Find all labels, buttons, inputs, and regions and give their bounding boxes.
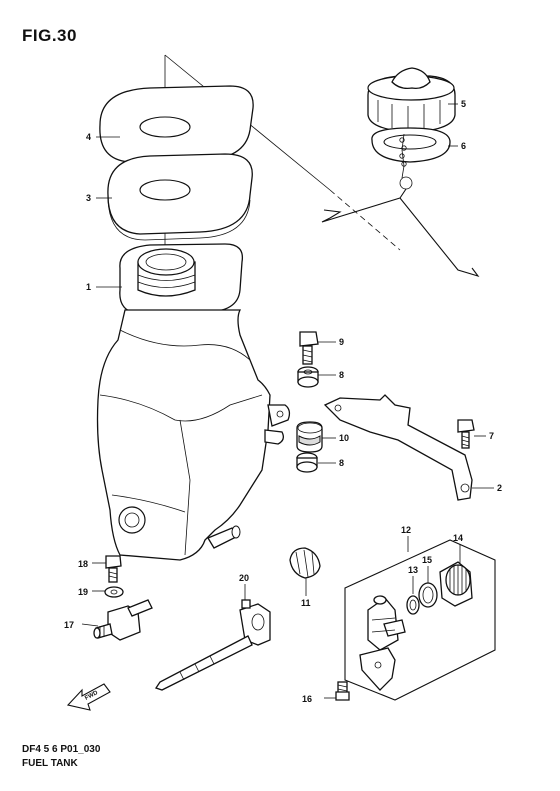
part-2-bracket xyxy=(323,394,473,501)
part-6-cap-gasket xyxy=(371,127,451,163)
callout-12: 12 xyxy=(401,525,411,535)
part-11-plug xyxy=(289,547,321,579)
part-8-collar-upper xyxy=(297,366,319,388)
assembly-guide-dashed xyxy=(329,189,401,251)
part-3-cushion xyxy=(107,153,253,241)
part-9-grommet xyxy=(296,421,323,453)
part-1-fuel-tank xyxy=(96,243,291,561)
callout-14: 14 xyxy=(453,533,463,543)
callout-20: 20 xyxy=(239,573,249,583)
part-8-collar-lower xyxy=(296,452,318,473)
leader-lines xyxy=(81,103,494,699)
part-19-washer xyxy=(104,586,124,598)
part-5-fuel-cap xyxy=(367,67,456,133)
callout-5: 5 xyxy=(461,99,466,109)
callout-2: 2 xyxy=(497,483,502,493)
callout-3: 3 xyxy=(86,193,91,203)
part-14-knob xyxy=(439,561,473,607)
callout-18: 18 xyxy=(78,559,88,569)
callout-8-upper: 8 xyxy=(339,370,344,380)
fwd-arrow-icon: FWD xyxy=(66,683,111,711)
part-13-o-ring xyxy=(406,595,420,615)
callout-6: 6 xyxy=(461,141,466,151)
callout-1: 1 xyxy=(86,282,91,292)
callout-8-lower: 8 xyxy=(339,458,344,468)
part-20-fuel-gauge-rod xyxy=(154,599,271,691)
callout-17: 17 xyxy=(64,620,74,630)
callout-7: 7 xyxy=(489,431,494,441)
callout-numbers: 4 3 1 5 6 9 8 10 8 7 2 11 12 13 14 15 16… xyxy=(64,99,502,704)
part-7-bolt xyxy=(457,419,475,449)
callout-15: 15 xyxy=(422,555,432,565)
model-code: DF4 5 6 P01_030 xyxy=(22,744,101,755)
part-10-bolt xyxy=(299,331,319,365)
part-12-fuel-cock-assembly xyxy=(344,539,496,701)
part-15-washer xyxy=(418,582,438,608)
callout-11: 11 xyxy=(301,598,311,608)
part-18-screw xyxy=(105,555,122,583)
figure-title: FIG.30 xyxy=(22,26,77,45)
part-17-fuel-connector xyxy=(93,599,153,641)
part-16-screw xyxy=(335,681,350,701)
callout-9: 10 xyxy=(339,433,349,443)
callout-19: 19 xyxy=(78,587,88,597)
callout-10: 9 xyxy=(339,337,344,347)
callout-4: 4 xyxy=(86,132,91,142)
callout-16: 16 xyxy=(302,694,312,704)
figure-caption: FUEL TANK xyxy=(22,758,78,769)
cap-retaining-chain xyxy=(321,133,480,278)
callout-13: 13 xyxy=(408,565,418,575)
part-4-gasket xyxy=(99,85,254,163)
